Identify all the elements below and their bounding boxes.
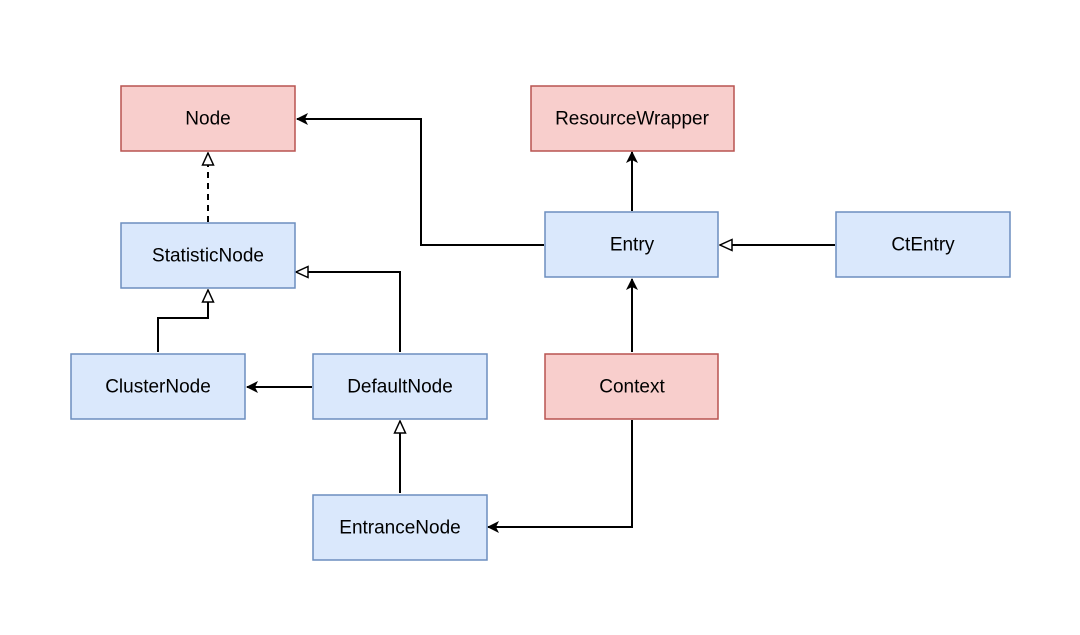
resourcewrapper-label: ResourceWrapper [555, 109, 710, 130]
entrancenode-label: EntranceNode [339, 518, 460, 539]
edge-context-to-entrancenode [487, 420, 633, 533]
node-box-context: Context [544, 353, 719, 420]
defaultnode-label: DefaultNode [347, 377, 453, 398]
node-box-entrancenode: EntranceNode [312, 494, 488, 561]
edge-clusternode-extends-statisticnode [157, 290, 208, 352]
statisticnode-label: StatisticNode [152, 246, 264, 267]
entry-label: Entry [610, 235, 655, 256]
edge-defaultnode-extends-statisticnode [296, 272, 401, 352]
node-box-resourcewrapper: ResourceWrapper [530, 85, 735, 152]
node-label: Node [185, 109, 230, 130]
node-box-statisticnode: StatisticNode [120, 222, 296, 289]
node-box-defaultnode: DefaultNode [312, 353, 488, 420]
node-box-entry: Entry [544, 211, 719, 278]
edge-entry-to-node [296, 113, 544, 246]
clusternode-label: ClusterNode [105, 377, 211, 398]
node-box-clusternode: ClusterNode [70, 353, 246, 420]
node-box-ctentry: CtEntry [835, 211, 1011, 278]
context-label: Context [599, 377, 665, 398]
ctentry-label: CtEntry [891, 235, 955, 256]
node-box-node: Node [120, 85, 296, 152]
